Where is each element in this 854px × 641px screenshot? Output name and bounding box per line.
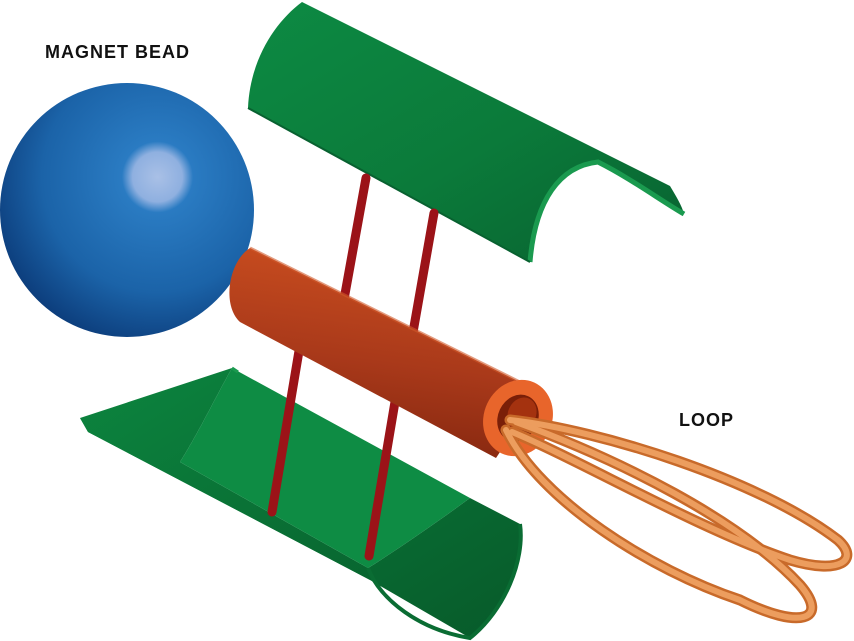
wire-loop (500, 414, 853, 624)
lower-rods (267, 340, 402, 561)
upper-rods (338, 173, 439, 343)
magnet-bead (0, 83, 254, 337)
top-half-shell (247, 2, 686, 263)
loop-label: LOOP (679, 410, 735, 430)
magnet-bead-label: MAGNET BEAD (45, 42, 190, 62)
bottom-half-shell (80, 366, 523, 641)
